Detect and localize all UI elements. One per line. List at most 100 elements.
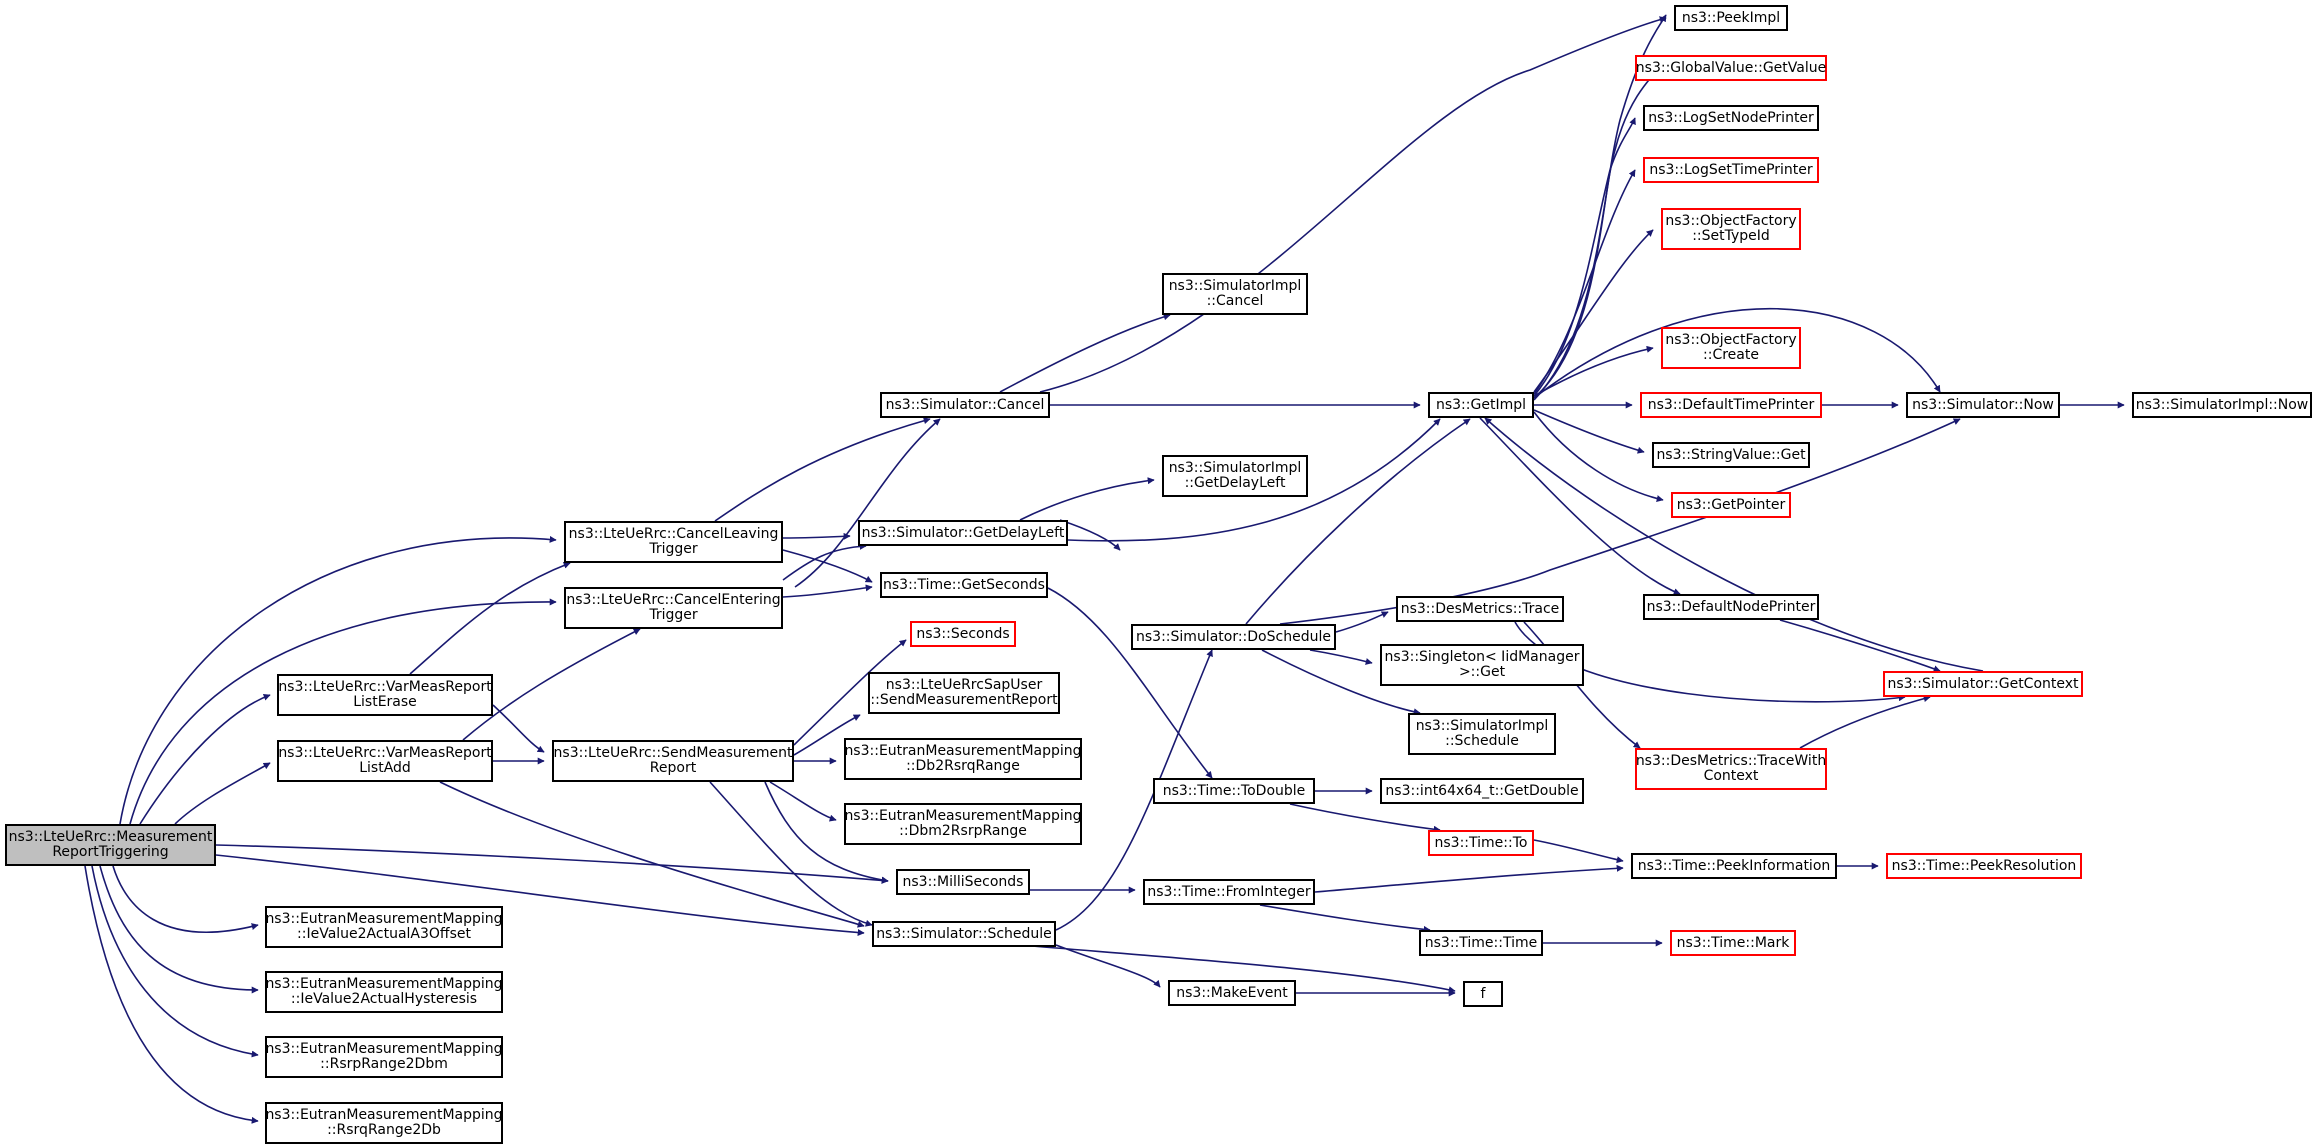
- node-sap-user-send-measurement-report[interactable]: ns3::LteUeRrcSapUser ::SendMeasurementRe…: [868, 672, 1060, 714]
- node-var-meas-report-list-add[interactable]: ns3::LteUeRrc::VarMeasReport ListAdd: [277, 740, 493, 782]
- node-global-value-get-value[interactable]: ns3::GlobalValue::GetValue: [1635, 55, 1827, 81]
- node-get-pointer[interactable]: ns3::GetPointer: [1671, 492, 1791, 518]
- call-edge-55: [1533, 229, 1654, 393]
- node-default-time-printer[interactable]: ns3::DefaultTimePrinter: [1640, 392, 1822, 418]
- call-edge-21: [439, 781, 865, 928]
- call-edge-43: [1261, 649, 1421, 716]
- call-edge-35: [1059, 519, 1121, 551]
- call-edge-53: [1533, 117, 1636, 397]
- call-edge-16: [782, 542, 867, 581]
- call-edge-1: [112, 865, 259, 934]
- node-time-peek-information[interactable]: ns3::Time::PeekInformation: [1631, 853, 1837, 879]
- node-cancel-leaving-trigger[interactable]: ns3::LteUeRrc::CancelLeaving Trigger: [564, 521, 783, 563]
- call-edge-18: [462, 628, 641, 741]
- call-edge-4: [84, 865, 259, 1124]
- call-edge-25: [769, 781, 837, 822]
- node-simulator-now[interactable]: ns3::Simulator::Now: [1906, 392, 2060, 418]
- node-simulator-impl-now[interactable]: ns3::SimulatorImpl::Now: [2132, 392, 2312, 418]
- node-ie-value2-actual-hysteresis[interactable]: ns3::EutranMeasurementMapping ::IeValue2…: [265, 971, 503, 1013]
- call-edge-10: [215, 854, 865, 936]
- call-edge-28: [999, 313, 1171, 393]
- node-make-event[interactable]: ns3::MakeEvent: [1168, 980, 1296, 1006]
- node-rsrp-range2-dbm[interactable]: ns3::EutranMeasurementMapping ::RsrpRang…: [265, 1036, 503, 1078]
- call-edge-27: [709, 781, 873, 927]
- call-edge-23: [793, 714, 861, 756]
- call-edge-56: [1533, 345, 1654, 397]
- node-simulator-get-delay-left[interactable]: ns3::Simulator::GetDelayLeft: [858, 520, 1068, 546]
- node-simulator-impl-get-delay-left[interactable]: ns3::SimulatorImpl ::GetDelayLeft: [1162, 455, 1308, 497]
- node-root: ns3::LteUeRrc::Measurement ReportTrigger…: [5, 824, 216, 866]
- node-default-node-printer[interactable]: ns3::DefaultNodePrinter: [1643, 594, 1819, 620]
- call-edge-36: [1055, 944, 1161, 988]
- call-edge-17: [409, 562, 571, 675]
- node-object-factory-set-type-id[interactable]: ns3::ObjectFactory ::SetTypeId: [1661, 208, 1801, 250]
- node-simulator-cancel[interactable]: ns3::Simulator::Cancel: [880, 392, 1050, 418]
- call-edge-31: [1019, 477, 1155, 521]
- call-edge-37: [1019, 944, 1456, 994]
- call-edge-14: [794, 418, 941, 588]
- node-ie-value2-actual-a3-offset[interactable]: ns3::EutranMeasurementMapping ::IeValue2…: [265, 906, 503, 948]
- call-edge-47: [1259, 904, 1431, 933]
- call-edge-7: [139, 693, 271, 825]
- node-milli-seconds[interactable]: ns3::MilliSeconds: [896, 869, 1030, 895]
- call-edge-67: [1799, 695, 1931, 749]
- call-edge-2: [99, 865, 259, 994]
- node-time-to[interactable]: ns3::Time::To: [1428, 830, 1534, 856]
- call-edge-6: [129, 598, 557, 825]
- node-send-measurement-report[interactable]: ns3::LteUeRrc::SendMeasurement Report: [552, 740, 794, 782]
- call-edge-11: [714, 417, 931, 522]
- call-edge-40: [1279, 418, 1961, 625]
- node-peek-impl[interactable]: ns3::PeekImpl: [1674, 5, 1788, 31]
- node-cancel-entering-trigger[interactable]: ns3::LteUeRrc::CancelEntering Trigger: [564, 587, 783, 629]
- call-edge-59: [1533, 411, 1664, 502]
- call-edge-42: [1309, 649, 1373, 665]
- node-simulator-impl-schedule[interactable]: ns3::SimulatorImpl ::Schedule: [1408, 713, 1556, 755]
- node-log-set-node-printer[interactable]: ns3::LogSetNodePrinter: [1643, 105, 1819, 131]
- call-edge-60: [1479, 417, 1681, 595]
- node-time-mark[interactable]: ns3::Time::Mark: [1670, 930, 1796, 956]
- call-edge-64: [1779, 619, 1941, 673]
- node-string-value-get[interactable]: ns3::StringValue::Get: [1652, 442, 1810, 468]
- call-edge-8: [174, 762, 271, 825]
- node-object-factory-create[interactable]: ns3::ObjectFactory ::Create: [1661, 327, 1801, 369]
- call-edge-15: [782, 584, 873, 598]
- call-edge-22: [793, 639, 907, 746]
- node-time-get-seconds[interactable]: ns3::Time::GetSeconds: [880, 572, 1048, 598]
- call-edge-30: [1039, 16, 1667, 393]
- node-dbm2-rsrp-range[interactable]: ns3::EutranMeasurementMapping ::Dbm2Rsrp…: [844, 803, 1082, 845]
- node-time-from-integer[interactable]: ns3::Time::FromInteger: [1143, 879, 1315, 905]
- node-des-metrics-trace[interactable]: ns3::DesMetrics::Trace: [1396, 596, 1564, 622]
- call-edge-45: [1289, 803, 1441, 833]
- node-time-time[interactable]: ns3::Time::Time: [1419, 930, 1543, 956]
- call-edge-58: [1533, 409, 1645, 454]
- node-simulator-impl-cancel[interactable]: ns3::SimulatorImpl ::Cancel: [1162, 273, 1308, 315]
- node-time-peek-resolution[interactable]: ns3::Time::PeekResolution: [1886, 853, 2082, 879]
- call-edge-38: [1055, 649, 1213, 931]
- call-edge-68: [1484, 417, 1984, 672]
- node-rsrq-range2-db[interactable]: ns3::EutranMeasurementMapping ::RsrqRang…: [265, 1102, 503, 1144]
- node-des-metrics-trace-with-context[interactable]: ns3::DesMetrics::TraceWith Context: [1635, 748, 1827, 790]
- node-simulator-do-schedule[interactable]: ns3::Simulator::DoSchedule: [1131, 624, 1336, 650]
- node-simulator-get-context[interactable]: ns3::Simulator::GetContext: [1883, 671, 2083, 697]
- call-edge-39: [1245, 418, 1471, 625]
- call-edge-46: [1314, 864, 1624, 893]
- call-edge-19: [492, 704, 545, 753]
- call-edge-9: [215, 844, 889, 884]
- call-edge-13: [782, 549, 873, 583]
- call-edge-12: [782, 532, 851, 540]
- node-seconds[interactable]: ns3::Seconds: [910, 621, 1016, 647]
- node-log-set-time-printer[interactable]: ns3::LogSetTimePrinter: [1643, 157, 1819, 183]
- node-simulator-schedule[interactable]: ns3::Simulator::Schedule: [872, 921, 1056, 947]
- call-edge-49: [1533, 839, 1624, 864]
- node-int64-get-double[interactable]: ns3::int64x64_t::GetDouble: [1380, 778, 1584, 804]
- node-db2-rsrq-range[interactable]: ns3::EutranMeasurementMapping ::Db2RsrqR…: [844, 738, 1082, 780]
- node-var-meas-report-list-erase[interactable]: ns3::LteUeRrc::VarMeasReport ListErase: [277, 674, 493, 716]
- call-edge-62: [1533, 307, 1941, 399]
- call-edge-26: [764, 781, 889, 884]
- node-get-impl[interactable]: ns3::GetImpl: [1428, 392, 1534, 418]
- node-time-to-double[interactable]: ns3::Time::ToDouble: [1153, 778, 1315, 804]
- node-singleton-get[interactable]: ns3::Singleton< IidManager >::Get: [1380, 644, 1584, 686]
- node-f[interactable]: f: [1463, 981, 1503, 1007]
